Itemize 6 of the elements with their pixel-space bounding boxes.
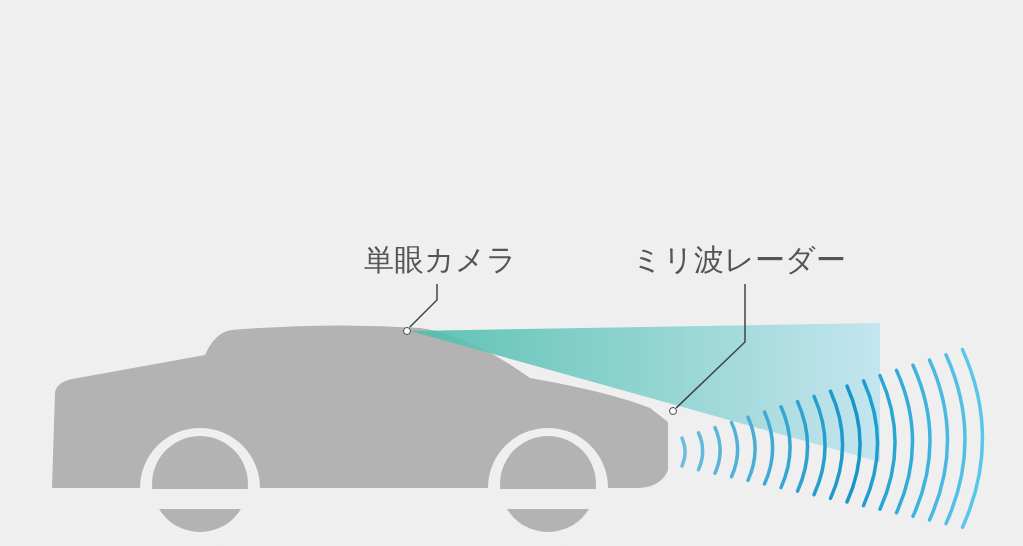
callout-label: ミリ波レーダー (631, 241, 847, 279)
leader-line (408, 283, 438, 329)
callout-point (402, 326, 411, 335)
callout-point (669, 407, 677, 415)
leader-line (675, 283, 746, 409)
callout-label: 単眼カメラ (362, 241, 518, 279)
